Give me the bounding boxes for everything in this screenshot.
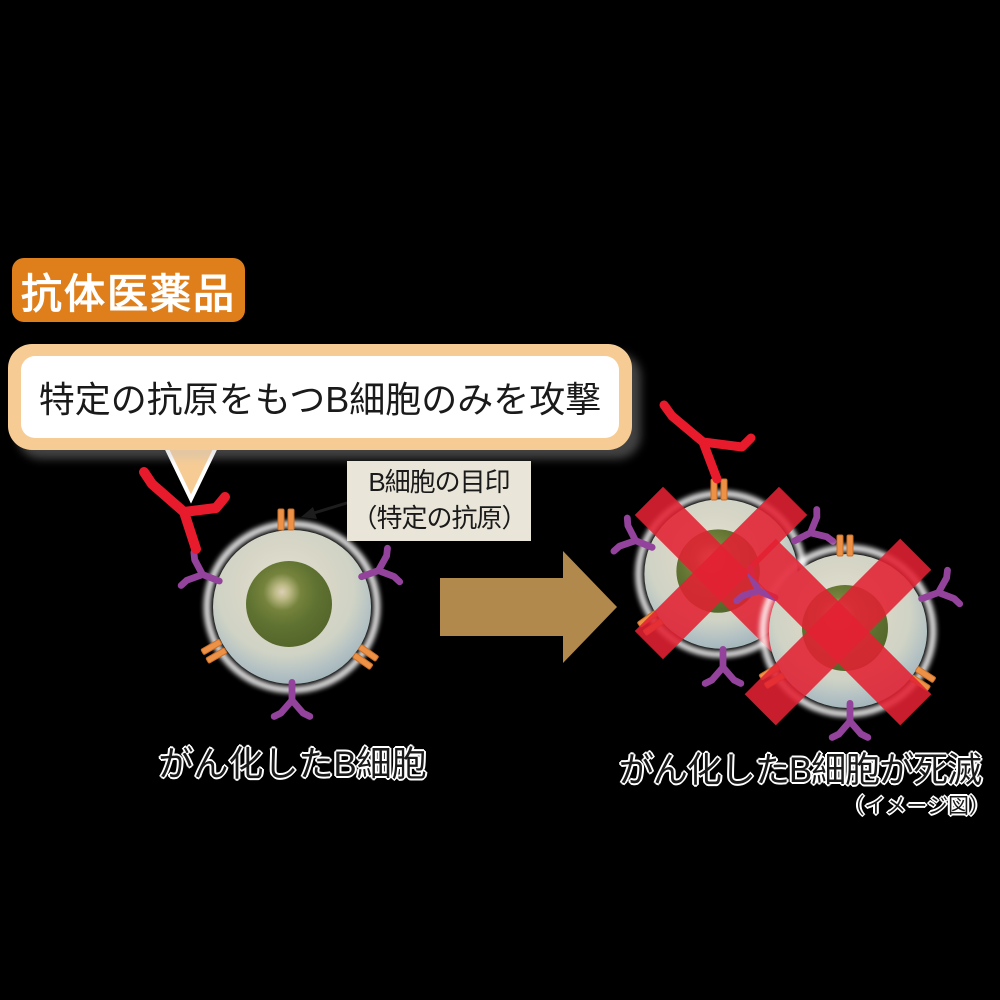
antibody-drug-icon (139, 467, 230, 554)
antibody-drug-icon (659, 400, 756, 484)
cancer-b-cell-group (139, 467, 400, 716)
cancer-b-cell (207, 524, 377, 690)
right-cells-caption: がん化したB細胞が死滅 (618, 751, 982, 790)
annotation-arrow-icon (301, 500, 351, 519)
title-badge: 抗体医薬品 (12, 258, 245, 322)
dying-b-cells-group (614, 400, 960, 737)
annotation-box: B細胞の目印 （特定の抗原） (347, 461, 531, 541)
right-arrow-icon (440, 551, 617, 663)
title-badge-label: 抗体医薬品 (21, 271, 236, 317)
speech-bubble-inner: 特定の抗原をもつB細胞のみを攻撃 (21, 356, 619, 438)
speech-bubble: 特定の抗原をもつB細胞のみを攻撃 (8, 344, 632, 450)
left-cell-caption: がん化したB細胞 (158, 745, 427, 784)
annotation-line2: （特定の抗原） (351, 502, 527, 533)
speech-bubble-text: 特定の抗原をもつB細胞のみを攻撃 (38, 379, 602, 420)
image-note-caption: （イメージ図） (843, 795, 990, 818)
b-cell-receptor-icon (832, 703, 868, 737)
annotation-line1: B細胞の目印 (368, 467, 510, 497)
